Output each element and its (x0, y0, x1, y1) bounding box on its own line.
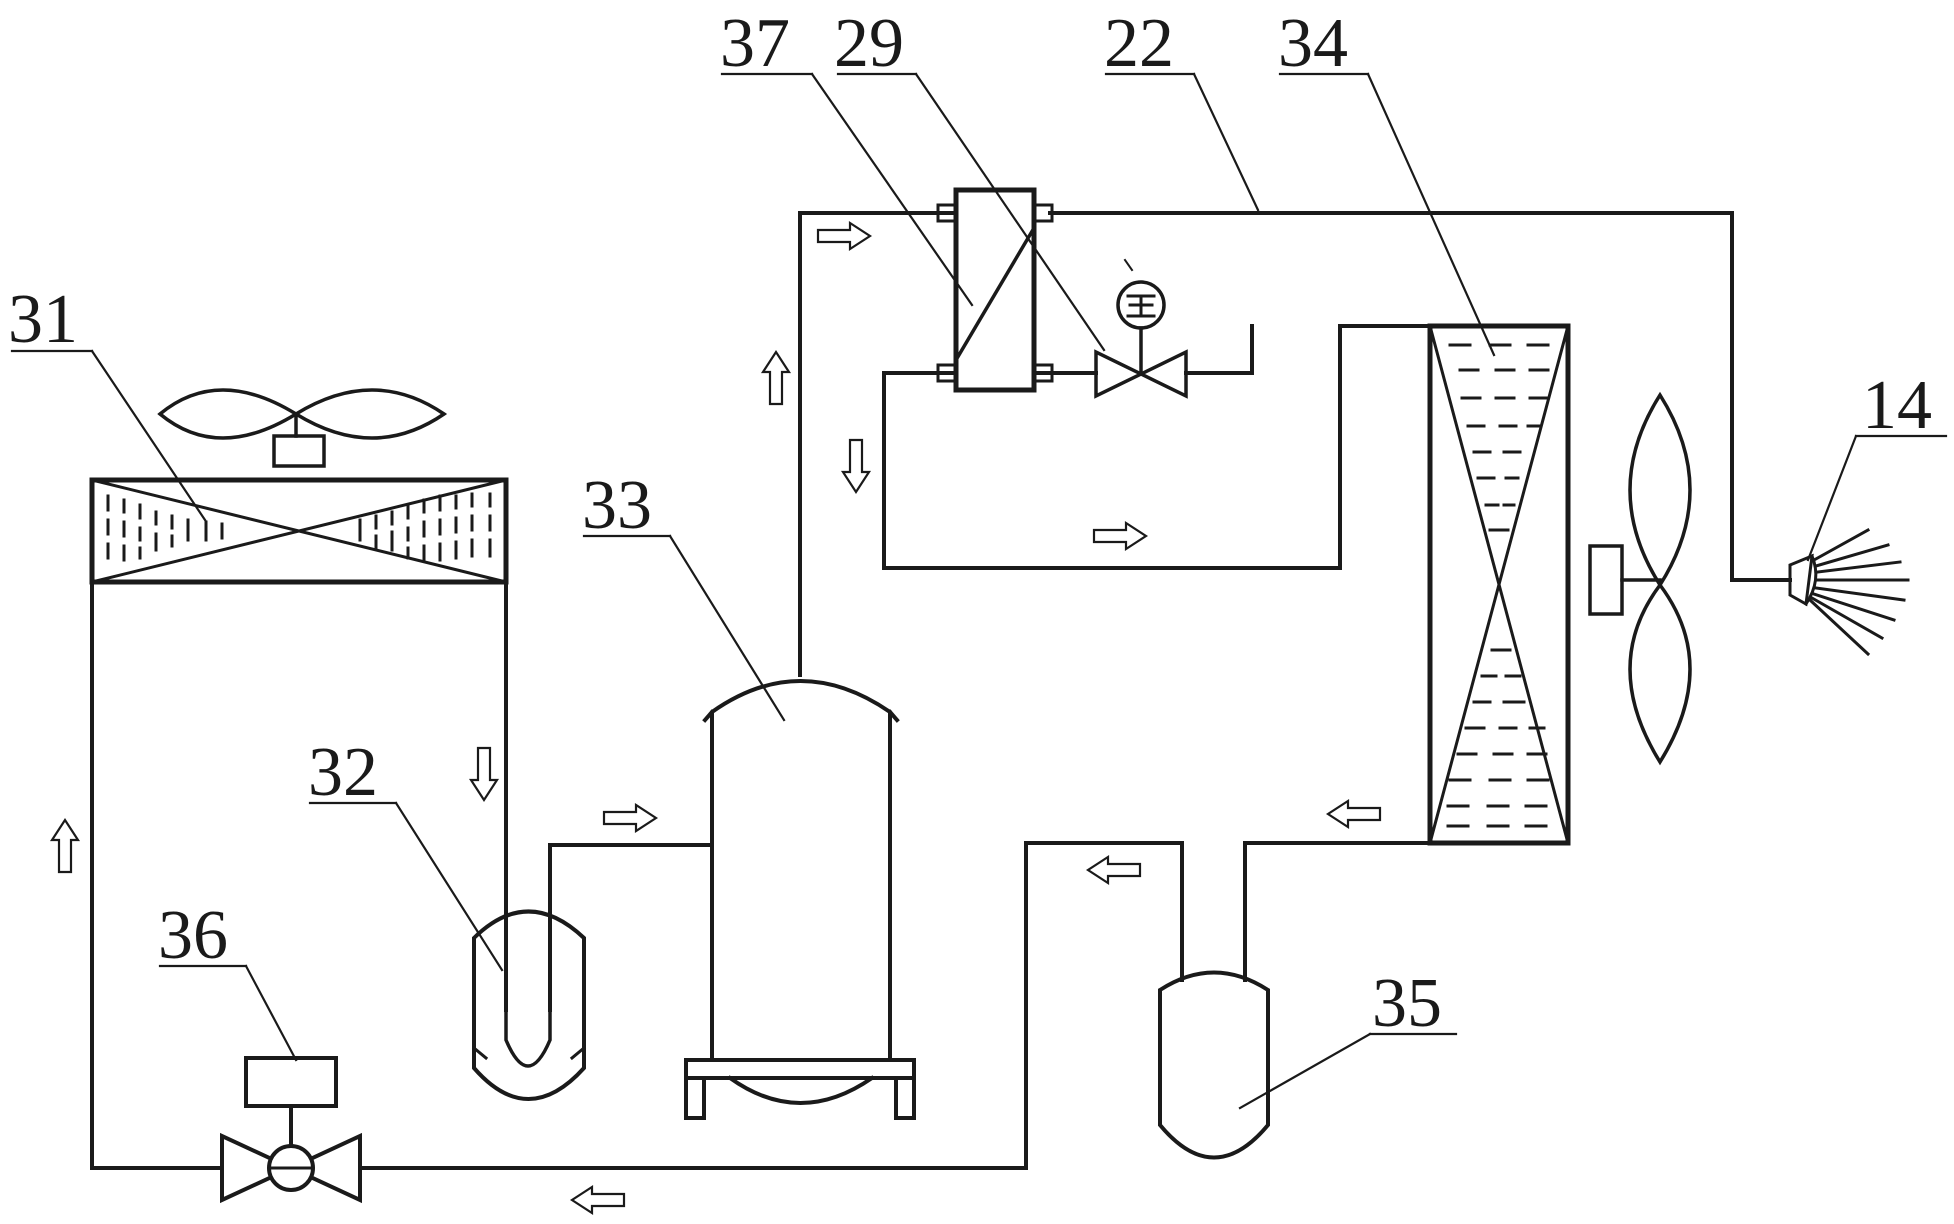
u-trap-32 (471, 909, 587, 1101)
label-32: 32 (308, 734, 378, 811)
spray-nozzle-14 (1788, 527, 1910, 657)
flow-arrow (1092, 521, 1148, 551)
flow-arrow (841, 438, 871, 494)
flow-arrow (50, 818, 80, 874)
flow-arrow (602, 803, 658, 833)
leader-lines (10, 72, 1948, 1110)
labels: 31 37 29 22 34 14 33 32 36 35 (8, 5, 1932, 1042)
piping (90, 211, 1792, 1170)
label-35: 35 (1372, 965, 1442, 1042)
flow-arrows (50, 221, 1382, 1215)
label-34: 34 (1278, 5, 1348, 82)
flow-arrow (1326, 799, 1382, 829)
flow-arrow (570, 1185, 626, 1215)
heat-exchanger-37 (936, 187, 1054, 393)
flow-arrow (816, 221, 872, 251)
flow-arrow (761, 350, 791, 406)
flow-arrow (469, 746, 499, 802)
condenser-31 (89, 388, 509, 585)
tank-33 (684, 679, 916, 1120)
label-14: 14 (1862, 367, 1932, 444)
label-29: 29 (834, 5, 904, 82)
label-31: 31 (8, 281, 78, 358)
label-36: 36 (158, 897, 228, 974)
expansion-valve-29 (1094, 258, 1188, 399)
label-37: 37 (720, 5, 790, 82)
flow-arrow (1086, 855, 1142, 885)
solenoid-valve-36 (220, 1056, 362, 1204)
label-22: 22 (1104, 5, 1174, 82)
receiver-35 (1158, 970, 1270, 1160)
label-33: 33 (582, 467, 652, 544)
evaporator-34 (1427, 323, 1692, 846)
